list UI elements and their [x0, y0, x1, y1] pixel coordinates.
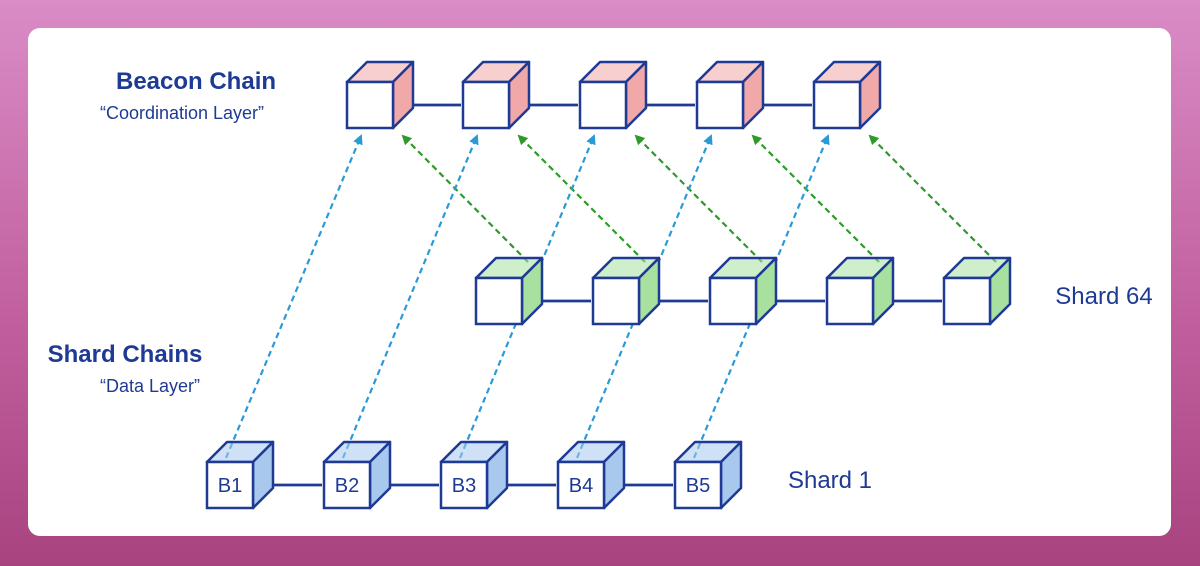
shard1-block-4-front-face [556, 460, 606, 510]
shard64-block-5 [942, 256, 1012, 326]
beacon-block-4 [695, 60, 765, 130]
shard64-block-3 [708, 256, 778, 326]
shard64-block-4-front-face [825, 276, 875, 326]
shard64-link-1 [401, 134, 529, 263]
beacon-block-1 [345, 60, 415, 130]
shard1-block-1-front-face [205, 460, 255, 510]
shard64-link-3 [634, 134, 763, 263]
shard1-block-1: B1 [205, 440, 275, 510]
shard1-block-3-front-face [439, 460, 489, 510]
shard64-block-3-front-face [708, 276, 758, 326]
shard1-link-2 [341, 134, 479, 459]
shard1-block-3: B3 [439, 440, 509, 510]
beacon-block-2-front-face [461, 80, 511, 130]
shard1-block-5-label: B5 [686, 475, 710, 497]
shard1-block-5-front-face [673, 460, 723, 510]
shard64-block-1 [474, 256, 544, 326]
shard1-block-5: B5 [673, 440, 743, 510]
shard64-block-2-front-face [591, 276, 641, 326]
shard1-block-1-label: B1 [218, 475, 242, 497]
shard-chains-subtitle: “Data Layer” [100, 376, 200, 396]
shard1-block-2: B2 [322, 440, 392, 510]
shard1-link-1 [224, 134, 363, 459]
shard1-block-2-label: B2 [335, 475, 359, 497]
shard1-block-3-label: B3 [452, 475, 476, 497]
shard64-block-4 [825, 256, 895, 326]
shard64-link-5 [868, 134, 997, 263]
beacon-block-5-front-face [812, 80, 862, 130]
shard64-block-2 [591, 256, 661, 326]
beacon-chain-title: Beacon Chain [116, 68, 276, 95]
beacon-block-1-front-face [345, 80, 395, 130]
shard-64-label: Shard 64 [1055, 283, 1152, 310]
beacon-block-4-front-face [695, 80, 745, 130]
beacon-block-3-front-face [578, 80, 628, 130]
shard-1-label: Shard 1 [788, 467, 872, 494]
shard1-block-4-label: B4 [569, 475, 593, 497]
beacon-block-2 [461, 60, 531, 130]
shard-chains-title: Shard Chains [48, 341, 203, 368]
shard64-block-1-front-face [474, 276, 524, 326]
beacon-block-3 [578, 60, 648, 130]
shard1-block-4: B4 [556, 440, 626, 510]
shard64-link-4 [751, 134, 880, 263]
beacon-chain-subtitle: “Coordination Layer” [100, 103, 264, 123]
beacon-block-5 [812, 60, 882, 130]
shard64-link-2 [517, 134, 646, 263]
shard64-block-5-front-face [942, 276, 992, 326]
shard1-block-2-front-face [322, 460, 372, 510]
